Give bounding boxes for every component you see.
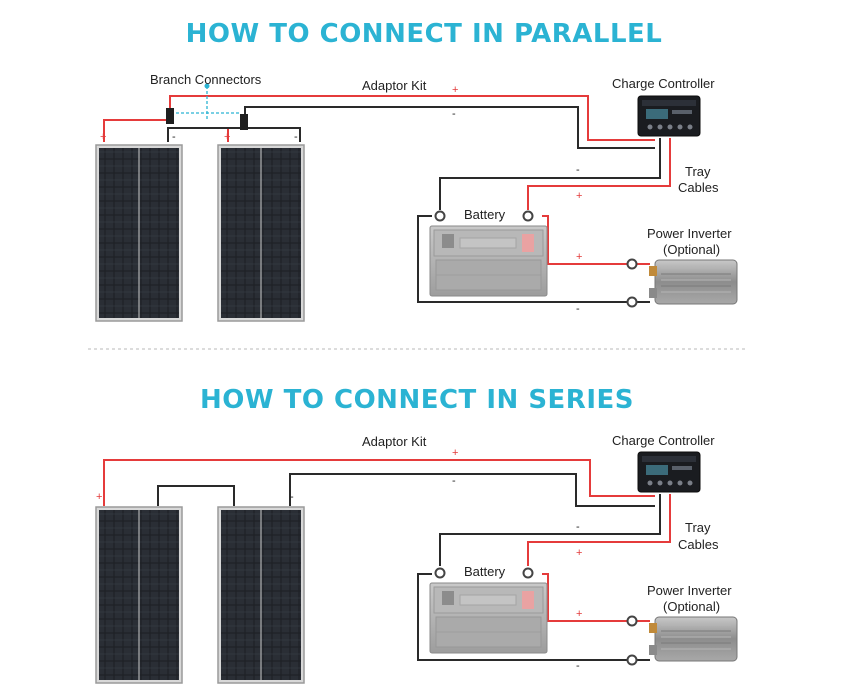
parallel-title: HOW TO CONNECT IN PARALLEL: [186, 19, 663, 49]
battery-icon: [429, 225, 548, 297]
panel1-plus: +: [100, 131, 106, 143]
series-inverter-plus: +: [576, 608, 582, 620]
inverter-plus: +: [576, 251, 582, 263]
series-power-inverter-icon: [648, 616, 738, 662]
series-battery-negative-terminal-icon: [434, 567, 446, 579]
series-inverter-negative-terminal-icon: [626, 654, 638, 666]
branch-connectors-label: Branch Connectors: [150, 72, 262, 87]
inverter-negative-terminal-icon: [626, 296, 638, 308]
panel2-minus: -: [294, 131, 298, 143]
parallel-wiring: [103, 83, 671, 303]
series-inverter-minus: -: [576, 660, 580, 672]
branch-connector-icon: [166, 108, 248, 130]
series-solar-panel-2: [217, 506, 305, 684]
panel2-plus: +: [224, 131, 230, 143]
series-battery-label: Battery: [464, 564, 506, 579]
solar-panel-1: [95, 144, 183, 322]
series-panel-minus: -: [290, 491, 294, 503]
series-tray-plus: +: [576, 547, 582, 559]
adaptor-kit-label: Adaptor Kit: [362, 78, 427, 93]
series-adaptor-plus: +: [452, 447, 458, 459]
series-wiring: [103, 459, 671, 661]
inverter-minus: -: [576, 303, 580, 315]
charge-controller-label: Charge Controller: [612, 76, 715, 91]
series-tray-minus: -: [576, 521, 580, 533]
cables-label: Cables: [678, 180, 719, 195]
series-charge-controller-label: Charge Controller: [612, 433, 715, 448]
series-solar-panel-1: [95, 506, 183, 684]
charge-controller-icon: [637, 95, 701, 137]
series-panel-plus: +: [96, 491, 102, 503]
inverter-optional-label: (Optional): [663, 242, 720, 257]
battery-positive-terminal-icon: [522, 210, 534, 222]
inverter-positive-terminal-icon: [626, 258, 638, 270]
series-battery-positive-terminal-icon: [522, 567, 534, 579]
inverter-label: Power Inverter: [647, 226, 732, 241]
series-inverter-optional-label: (Optional): [663, 599, 720, 614]
series-adaptor-minus: -: [452, 475, 456, 487]
battery-label: Battery: [464, 207, 506, 222]
adaptor-plus: +: [452, 84, 458, 96]
power-inverter-icon: [648, 259, 738, 305]
series-battery-icon: [429, 582, 548, 654]
tray-plus: +: [576, 190, 582, 202]
series-inverter-label: Power Inverter: [647, 583, 732, 598]
series-inverter-positive-terminal-icon: [626, 615, 638, 627]
tray-label: Tray: [685, 164, 711, 179]
series-cables-label: Cables: [678, 537, 719, 552]
tray-minus: -: [576, 164, 580, 176]
series-charge-controller-icon: [637, 451, 701, 493]
solar-panel-2: [217, 144, 305, 322]
panel1-minus: -: [172, 131, 176, 143]
series-adaptor-kit-label: Adaptor Kit: [362, 434, 427, 449]
adaptor-minus: -: [452, 108, 456, 120]
series-tray-label: Tray: [685, 520, 711, 535]
battery-negative-terminal-icon: [434, 210, 446, 222]
series-title: HOW TO CONNECT IN SERIES: [200, 385, 634, 415]
